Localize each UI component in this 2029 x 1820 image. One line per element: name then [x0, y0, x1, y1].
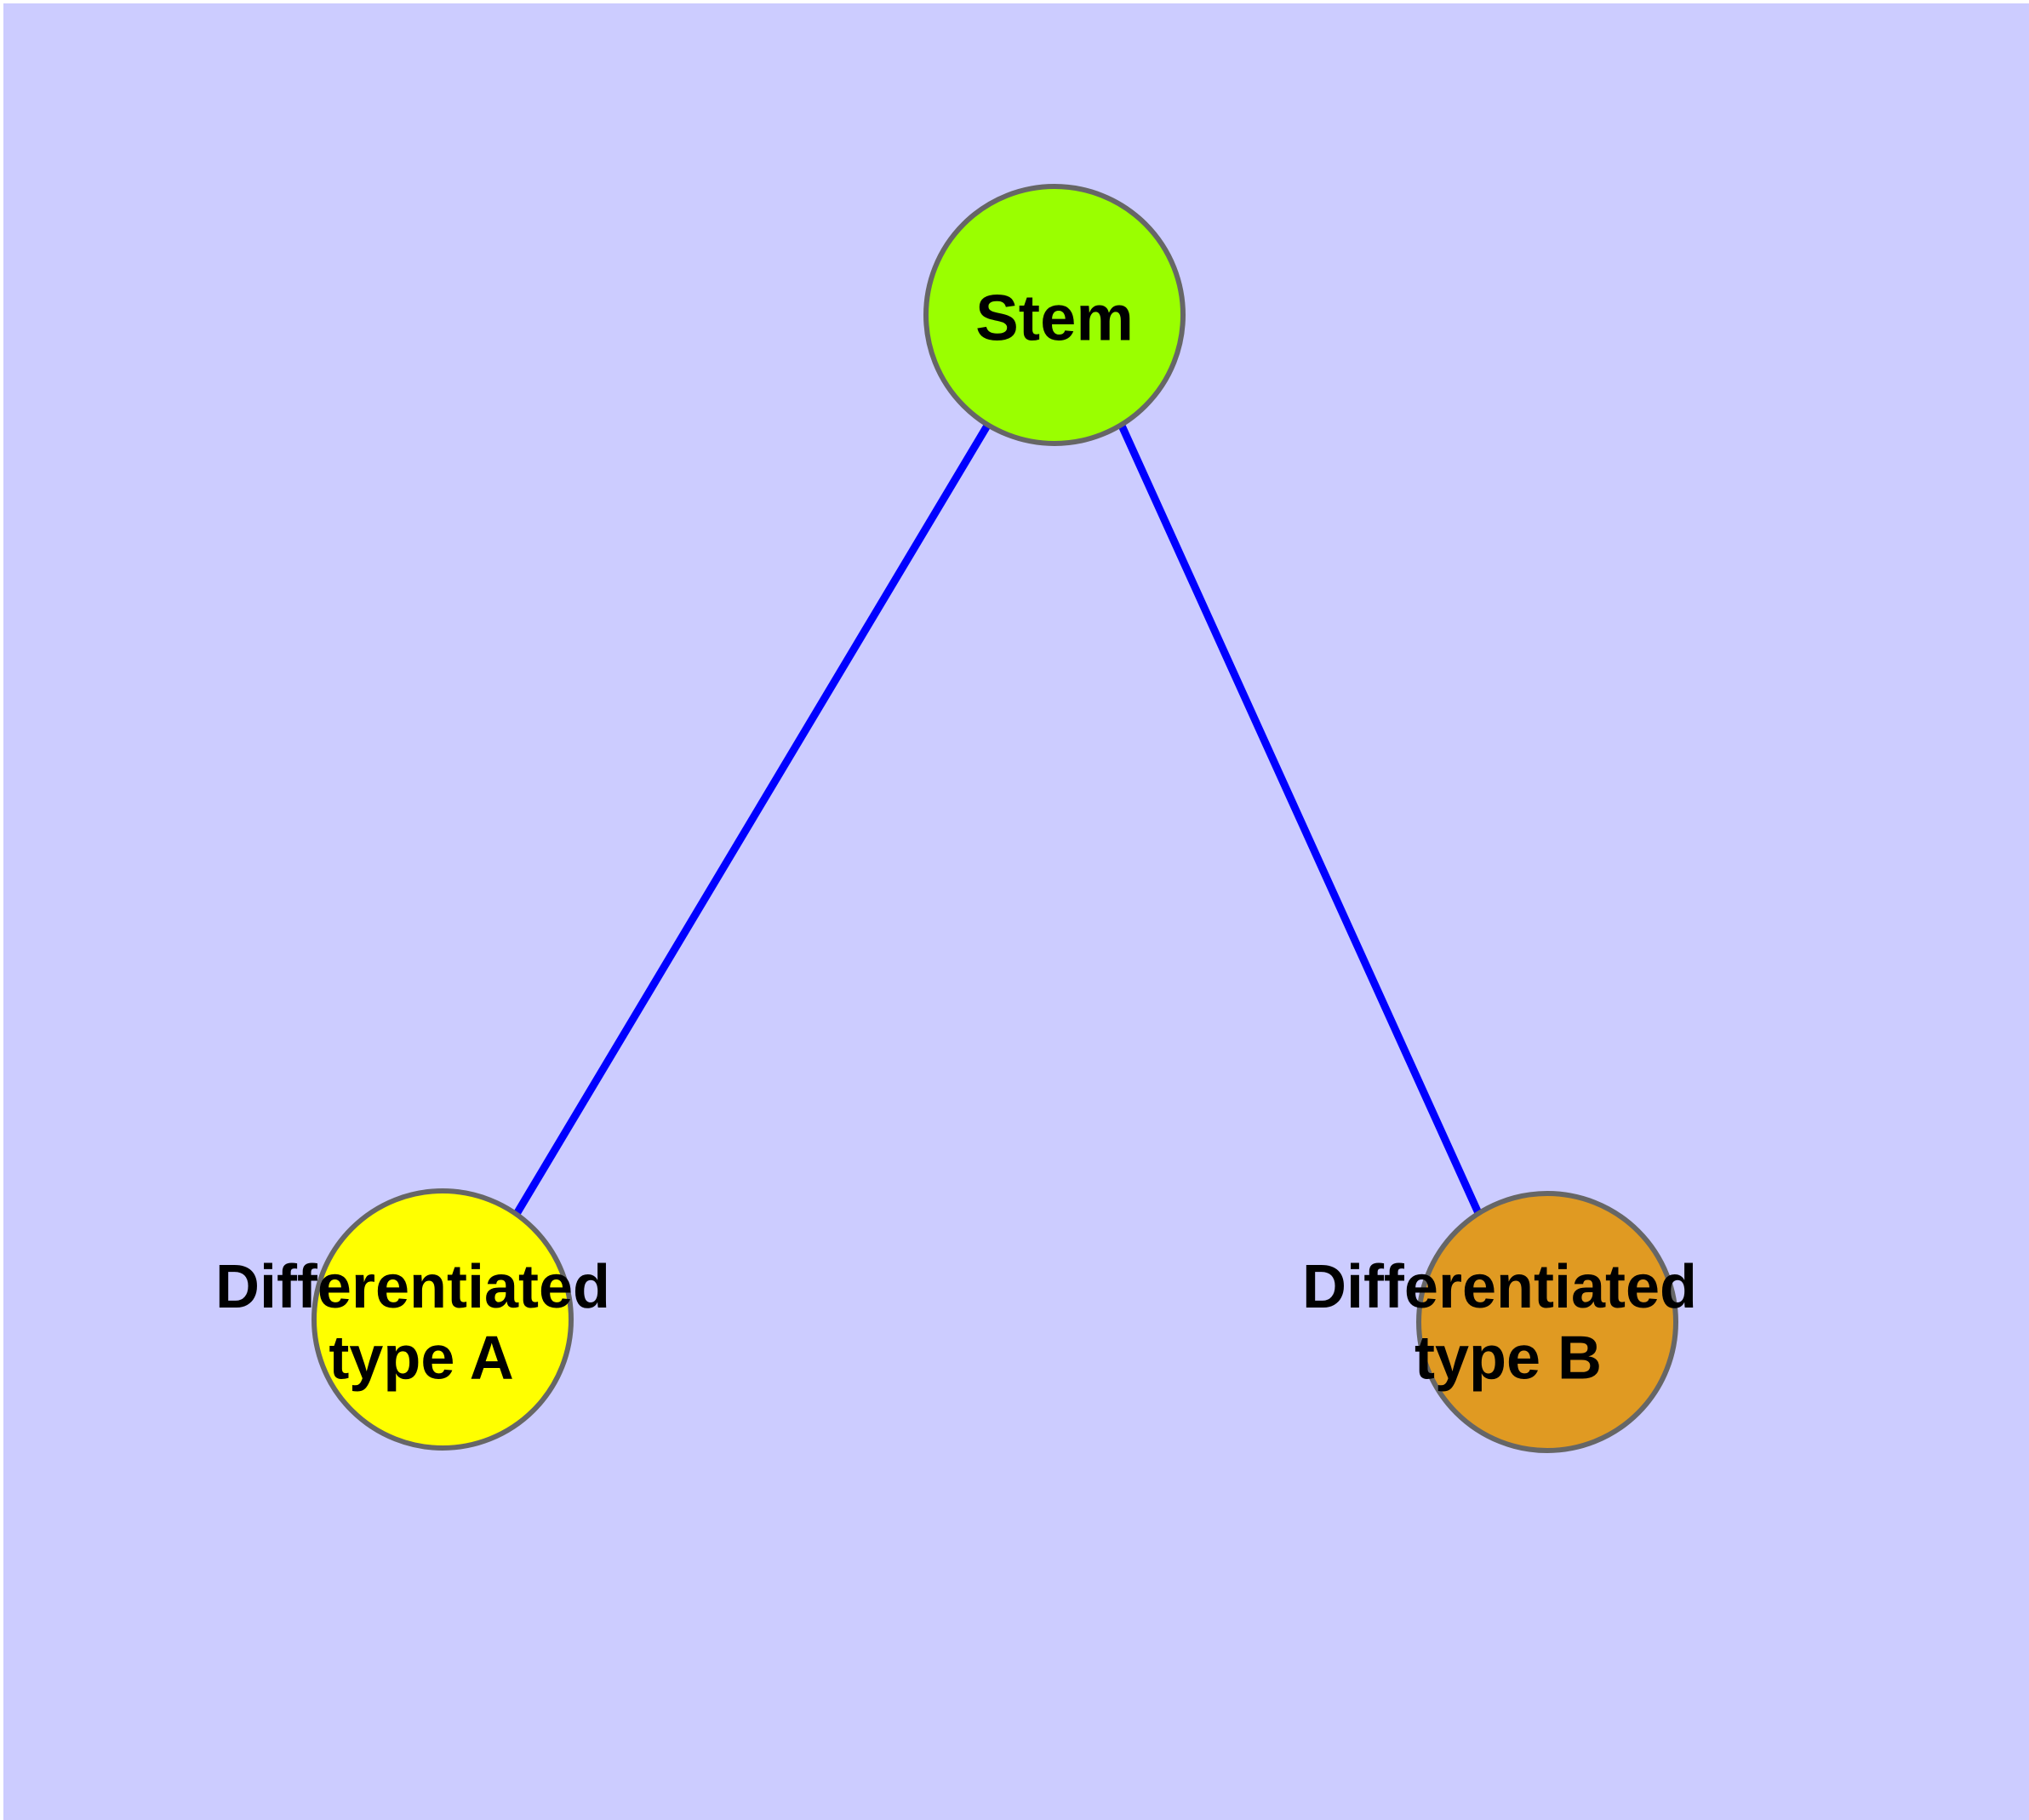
edge-layer	[508, 423, 1487, 1225]
edge-stem-to-diff-a[interactable]	[508, 423, 991, 1225]
node-label-differentiated-type-b: Differentiated type B	[1302, 1249, 1714, 1393]
node-label-diff-b-line-2: type B	[1415, 1325, 1602, 1393]
node-label-stem-line-1: Stem	[975, 283, 1134, 355]
label-layer: Stem Differentiated type A Differentiate…	[215, 283, 1714, 1393]
node-layer	[311, 184, 1678, 1453]
node-stem[interactable]	[923, 184, 1186, 446]
node-label-diff-b-line-1: Differentiated	[1302, 1253, 1697, 1321]
node-label-diff-a-line-2: type A	[329, 1325, 513, 1393]
node-differentiated-type-a[interactable]	[311, 1188, 574, 1451]
node-label-stem: Stem	[975, 283, 1134, 355]
node-differentiated-type-b[interactable]	[1416, 1191, 1678, 1453]
node-label-differentiated-type-a: Differentiated type A	[215, 1249, 627, 1393]
edge-stem-to-diff-b[interactable]	[1117, 424, 1487, 1224]
node-label-diff-a-line-1: Differentiated	[215, 1253, 610, 1321]
